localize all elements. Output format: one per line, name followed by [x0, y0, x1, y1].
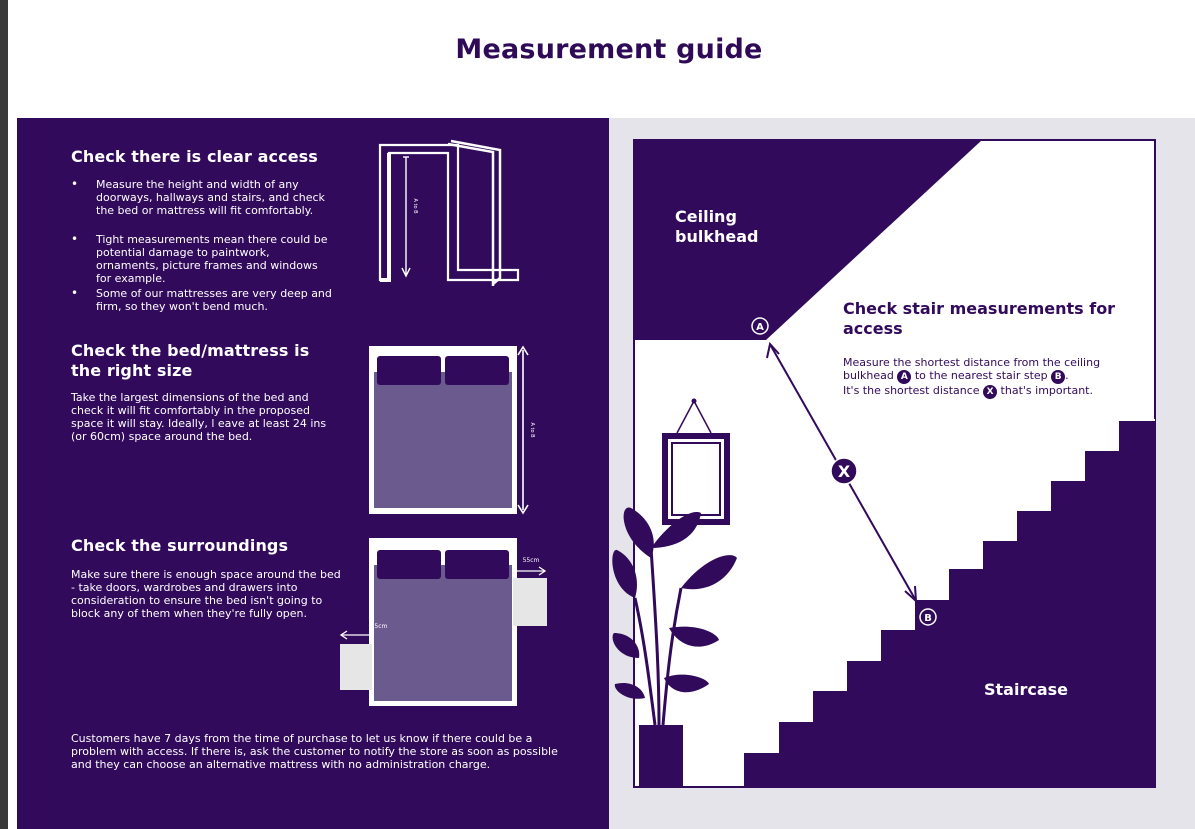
- size-heading: Check the bed/mattress is the right size: [71, 341, 310, 380]
- right-panel: A B X Staircase Ceiling bulkhead Check s…: [609, 118, 1195, 829]
- page-edge: [0, 0, 8, 829]
- doorway-illustration: A to B: [378, 139, 520, 286]
- access-bullet-1: Measure the height and width of any door…: [71, 178, 333, 217]
- size-body: Take the largest dimensions of the bed a…: [71, 391, 327, 443]
- page-title: Measurement guide: [455, 34, 763, 65]
- bed-measure-label: A to B: [529, 422, 535, 438]
- surroundings-heading: Check the surroundings: [71, 536, 289, 555]
- stairs-body: Measure the shortest distance from the c…: [843, 356, 1101, 399]
- inline-marker-b: B: [1051, 370, 1066, 384]
- left-panel: Check there is clear access Measure the …: [17, 118, 609, 829]
- stairs-heading: Check stair measurements for access: [843, 299, 1116, 338]
- right-gap-label: 55cm: [523, 557, 540, 564]
- stairs-text-3: It's the shortest distance: [843, 384, 980, 397]
- marker-x: X: [838, 462, 851, 481]
- footer-note: Customers have 7 days from the time of p…: [71, 732, 558, 771]
- access-bullet-3: Some of our mattresses are very deep and…: [71, 287, 333, 313]
- inline-marker-x: X: [983, 385, 998, 399]
- inline-marker-a: A: [897, 370, 912, 384]
- access-bullet-2: Tight measurements mean there could be p…: [71, 233, 333, 285]
- staircase-illustration: A B X Staircase: [612, 139, 1156, 788]
- ceiling-bulkhead-label: Ceiling bulkhead: [675, 207, 759, 246]
- stairs-text-1: Measure the shortest distance from the c…: [843, 356, 1101, 382]
- bed-size-illustration: A to B: [369, 345, 535, 515]
- stairs-text-4: that's important.: [1000, 384, 1093, 397]
- left-gap-label: 55cm: [371, 623, 388, 630]
- surroundings-body: Make sure there is enough space around t…: [71, 568, 341, 620]
- stairs-text-2: to the nearest stair step: [914, 369, 1048, 382]
- door-measure-label: A to B: [412, 198, 418, 214]
- staircase-label: Staircase: [984, 680, 1068, 699]
- access-heading: Check there is clear access: [71, 147, 318, 166]
- marker-a: A: [756, 322, 764, 333]
- bed-surroundings-illustration: 55cm 55cm: [339, 538, 547, 706]
- marker-b: B: [924, 613, 932, 624]
